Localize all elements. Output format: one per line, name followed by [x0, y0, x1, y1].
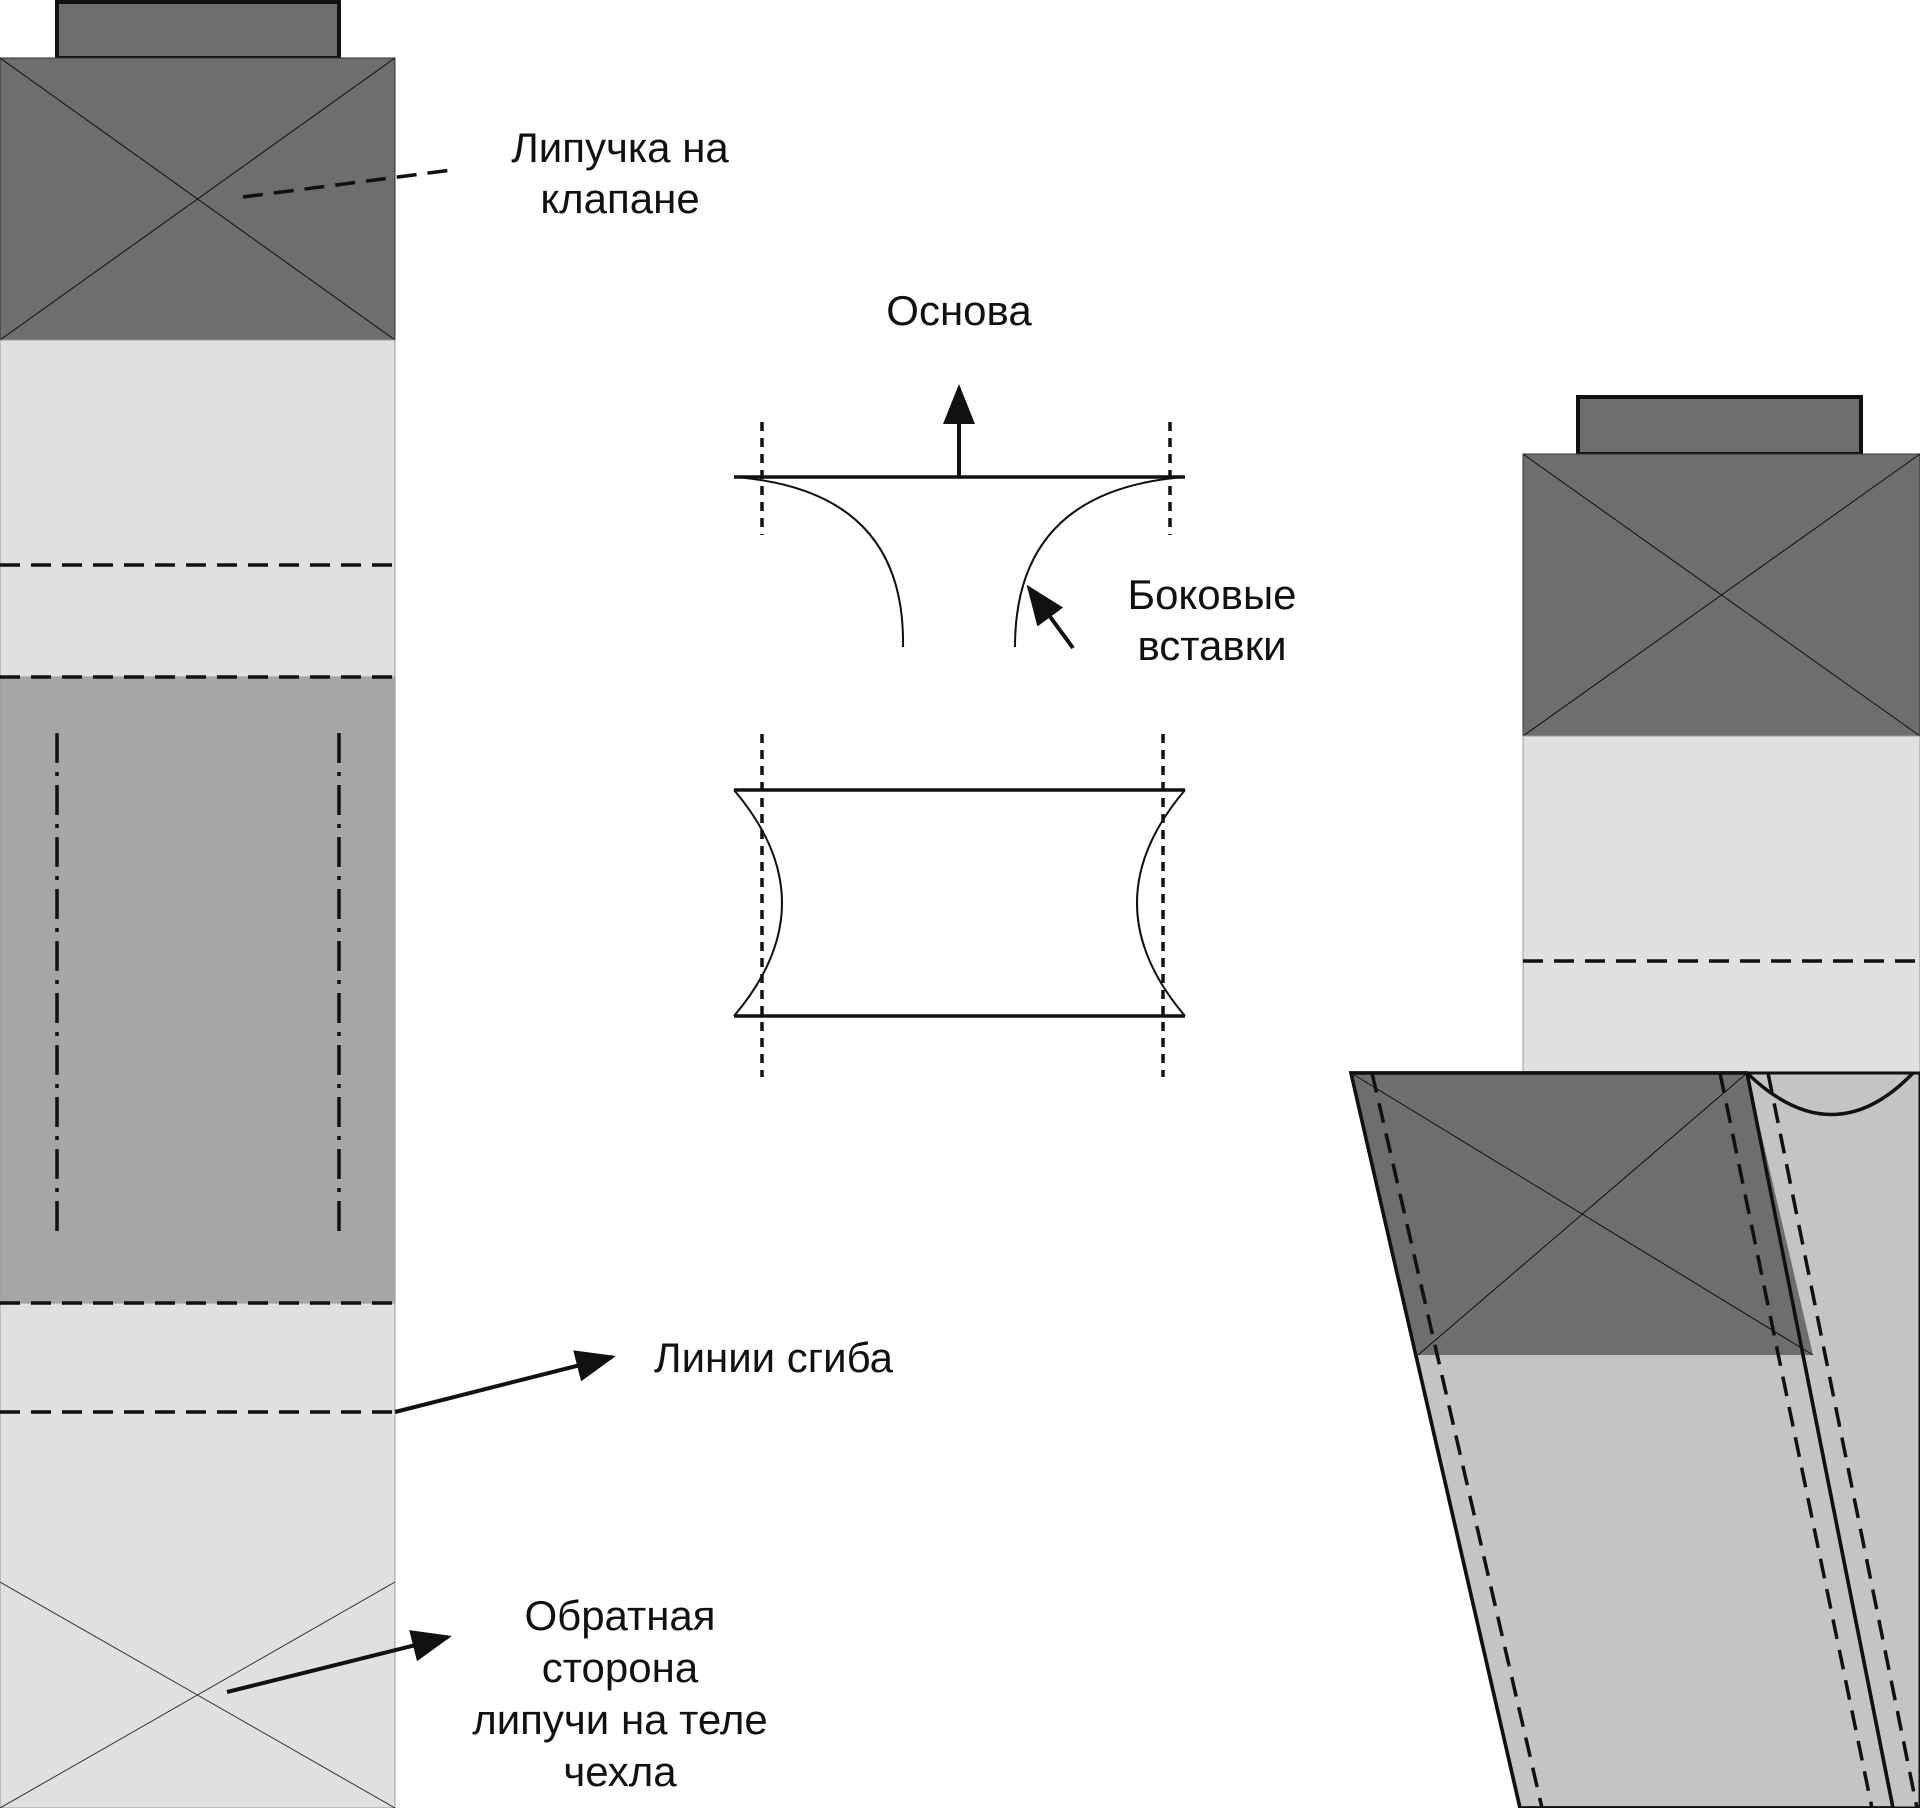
side-insert-curve-right	[1014, 476, 1186, 648]
velcro-back-label-line3: липучи на теле	[472, 1696, 768, 1743]
velcro-flap-leader	[242, 168, 453, 199]
insert-curve-right	[1136, 789, 1186, 1017]
velcro-back-arrow	[226, 1630, 452, 1694]
right-side-panel-curve	[1745, 1071, 1915, 1117]
right-front-dash-left	[1370, 1072, 1544, 1808]
base-label: Основа	[886, 287, 1032, 334]
velcro-back-label-line4: чехла	[563, 1748, 677, 1795]
right-velcro-flap-cross	[1522, 453, 1920, 737]
insert-curve-left	[733, 789, 783, 1017]
right-side-panel-dash	[1766, 1072, 1919, 1808]
left-unfolded-strip	[0, 0, 396, 1808]
right-top-tab	[1576, 395, 1863, 456]
right-light-section	[1522, 735, 1920, 1074]
side-inserts-label-line1: Боковые	[1128, 571, 1297, 618]
side-insert-curve-left	[733, 476, 905, 648]
right-folded-cover	[1348, 395, 1920, 1808]
side-inserts-arrow	[1026, 584, 1075, 650]
left-top-tab	[55, 0, 341, 60]
left-light-section-bottom	[0, 1302, 396, 1808]
fold-lines-arrow	[394, 1350, 616, 1414]
left-velcro-flap-cross	[0, 57, 396, 341]
velcro-flap-label-line2: клапане	[540, 175, 699, 222]
right-front-dash-right	[1718, 1072, 1874, 1808]
left-light-section-top	[0, 339, 396, 678]
right-front-velcro-cross	[1350, 1072, 1814, 1356]
velcro-back-label-line1: Обратная	[524, 1592, 715, 1639]
side-inserts-label-line2: вставки	[1137, 622, 1286, 669]
base-and-side-inserts	[733, 384, 1186, 1077]
left-mid-section	[0, 676, 396, 1304]
fold-lines-label: Линии сгиба	[654, 1334, 894, 1381]
velcro-flap-label-line1: Липучка на	[511, 124, 729, 171]
velcro-back-label-line2: сторона	[542, 1644, 699, 1691]
left-velcro-back-cross	[0, 1581, 396, 1808]
